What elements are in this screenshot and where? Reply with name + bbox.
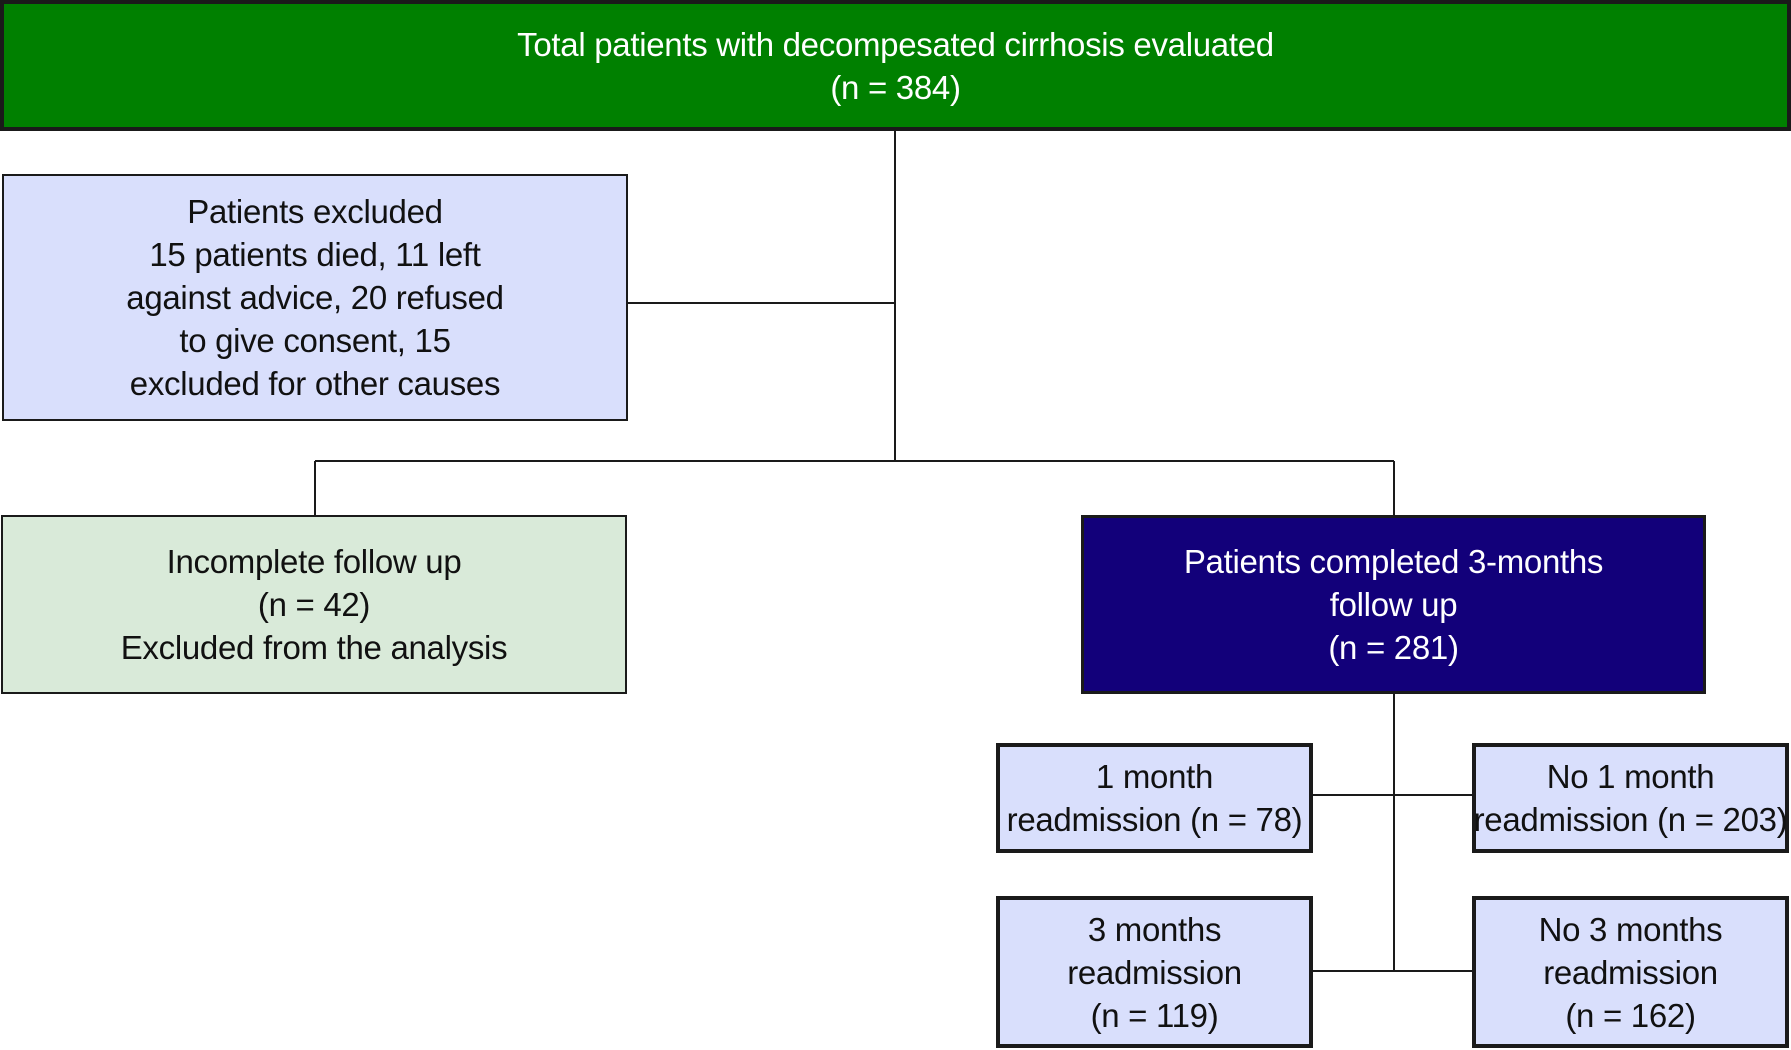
box-text-line: readmission (n = 203)	[1473, 801, 1788, 838]
completed-follow-up-box: Patients completed 3-months follow up (n…	[1081, 515, 1706, 694]
patients-excluded-box: Patients excluded 15 patients died, 11 l…	[2, 174, 628, 421]
box-text-line: (n = 42)	[257, 586, 371, 623]
box-text-line: readmission	[1543, 953, 1718, 991]
no-one-month-readmission-box: No 1 month readmission (n = 203)	[1472, 743, 1789, 853]
box-text-line: Excluded from the analysis	[120, 629, 508, 666]
box-text-line: follow up	[1329, 586, 1458, 623]
three-month-readmission-box: 3 months readmission (n = 119)	[996, 896, 1313, 1048]
box-text-line: (n = 162)	[1565, 996, 1696, 1034]
box-text-line: (n = 384)	[830, 68, 961, 106]
total-patients-box: Total patients with decompesated cirrhos…	[0, 0, 1791, 131]
box-text-line: readmission	[1067, 953, 1242, 991]
no-three-month-readmission-box: No 3 months readmission (n = 162)	[1472, 896, 1789, 1048]
box-text-line: against advice, 20 refused	[126, 279, 504, 316]
box-text-line: readmission (n = 78)	[1006, 801, 1303, 838]
box-text-line: No 1 month	[1546, 758, 1715, 795]
box-text-line: to give consent, 15	[179, 322, 451, 359]
box-text-line: 3 months	[1087, 910, 1222, 948]
box-text-line: 15 patients died, 11 left	[149, 236, 481, 273]
box-text-line: Patients completed 3-months	[1183, 543, 1604, 580]
box-text-line: Total patients with decompesated cirrhos…	[517, 25, 1274, 63]
box-text-line: excluded for other causes	[129, 365, 501, 402]
box-text-line: Incomplete follow up	[166, 543, 462, 580]
box-text-line: No 3 months	[1538, 910, 1723, 948]
box-text-line: (n = 119)	[1090, 996, 1219, 1034]
box-text-line: (n = 281)	[1328, 629, 1459, 666]
one-month-readmission-box: 1 month readmission (n = 78)	[996, 743, 1313, 853]
incomplete-follow-up-box: Incomplete follow up (n = 42) Excluded f…	[1, 515, 627, 694]
box-text-line: Patients excluded	[187, 193, 443, 230]
box-text-line: 1 month	[1095, 758, 1214, 795]
